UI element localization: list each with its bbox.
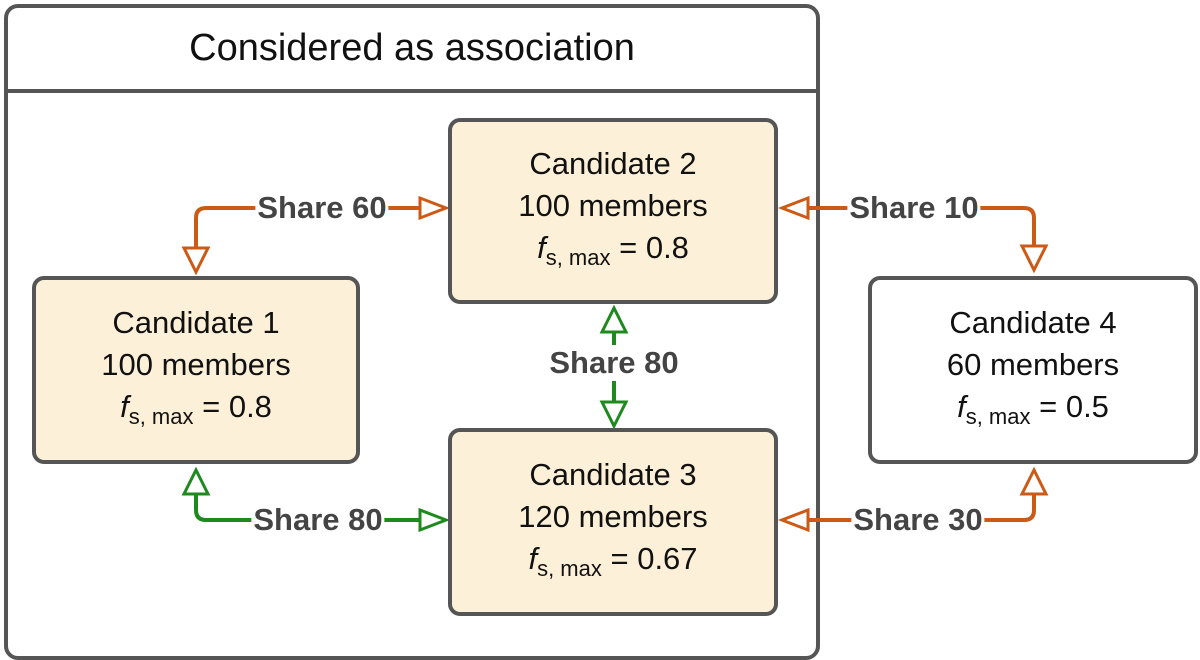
- candidate-1-fsmax: fs, max = 0.8: [120, 389, 272, 429]
- share-label-c2-c4: Share 10: [847, 190, 981, 226]
- arrowhead-to-c3-right: [777, 507, 810, 533]
- link-c1-c2: [194, 206, 422, 250]
- share-label-c2-c3: Share 80: [547, 345, 681, 381]
- candidate-1-members: 100 members: [101, 347, 291, 382]
- candidate-4-fsmax: fs, max = 0.5: [957, 389, 1109, 429]
- candidate-3-fsmax: fs, max = 0.67: [528, 541, 698, 581]
- candidate-4-members: 60 members: [946, 347, 1120, 382]
- candidate-1-box: Candidate 1 100 members fs, max = 0.8: [32, 276, 360, 464]
- candidate-4-box: Candidate 4 60 members fs, max = 0.5: [868, 276, 1198, 464]
- arrowhead-to-c2-bottom: [599, 304, 629, 334]
- candidate-2-members: 100 members: [518, 188, 708, 223]
- arrowhead-to-c3-left: [418, 507, 451, 533]
- link-c2-c4: [808, 206, 1036, 246]
- candidate-4-name: Candidate 4: [949, 305, 1117, 340]
- candidate-3-name: Candidate 3: [529, 457, 697, 492]
- association-header: Considered as association: [8, 8, 816, 93]
- link-c3-c4: [808, 494, 1036, 522]
- association-frame: Considered as association: [4, 4, 820, 660]
- candidate-3-members: 120 members: [518, 499, 708, 534]
- candidate-2-box: Candidate 2 100 members fs, max = 0.8: [448, 118, 778, 304]
- arrowhead-to-c2: [418, 195, 451, 221]
- candidate-1-name: Candidate 1: [112, 305, 280, 340]
- association-title: Considered as association: [189, 27, 635, 69]
- candidate-3-box: Candidate 3 120 members fs, max = 0.67: [448, 428, 778, 616]
- share-label-c1-c2: Share 60: [255, 190, 389, 226]
- arrowhead-to-c1-bottom: [181, 466, 211, 496]
- share-label-c1-c3: Share 80: [251, 502, 385, 538]
- arrowhead-to-c4-bottom: [1019, 466, 1049, 496]
- arrowhead-to-c2-right: [777, 195, 810, 221]
- arrowhead-to-c3-top: [599, 400, 629, 430]
- candidate-2-name: Candidate 2: [529, 146, 697, 181]
- share-label-c3-c4: Share 30: [851, 502, 985, 538]
- arrowhead-to-c1: [181, 246, 211, 276]
- arrowhead-to-c4-top: [1019, 244, 1049, 274]
- candidate-2-fsmax: fs, max = 0.8: [537, 230, 689, 270]
- link-c1-c3: [194, 492, 422, 522]
